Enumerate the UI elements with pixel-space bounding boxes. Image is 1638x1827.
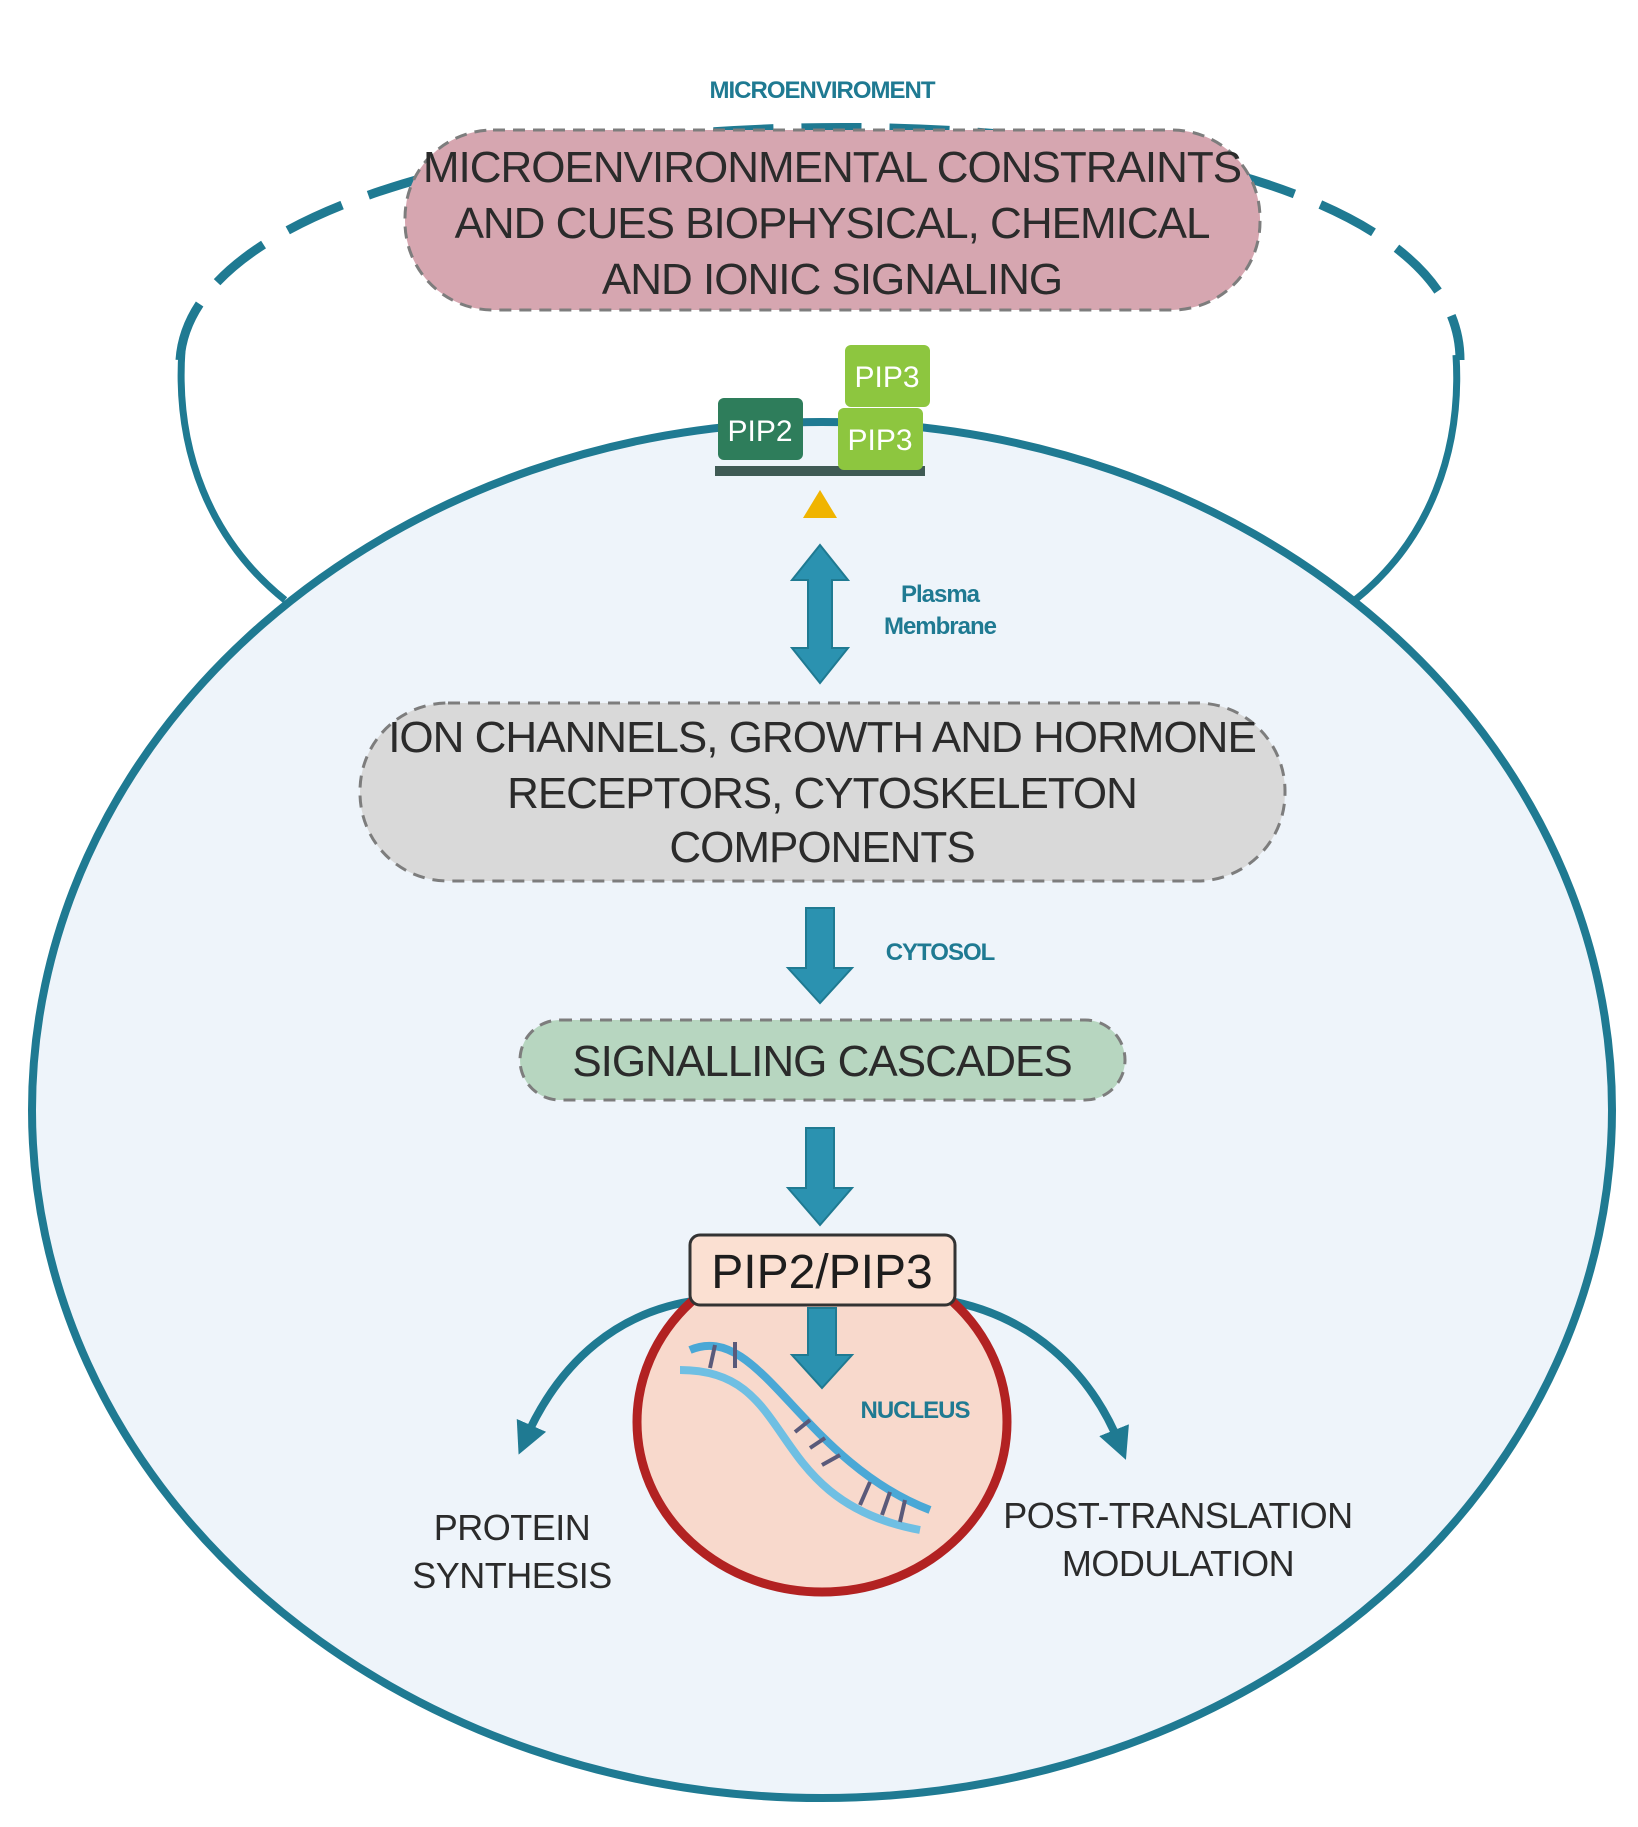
cascade-arrow	[785, 1127, 855, 1227]
plasma-label-1: Plasma	[901, 581, 981, 608]
dna-icon	[679, 1341, 932, 1534]
microenvironment-label: MICROENVIROMENT	[710, 77, 936, 104]
receptor-line-1: ION CHANNELS, GROWTH AND HORMONE	[388, 713, 1256, 762]
pip3-block-top	[845, 345, 930, 407]
cascade-text: SIGNALLING CASCADES	[572, 1037, 1071, 1086]
cytosol-arrow	[785, 907, 855, 1005]
microenvironment-left-side	[177, 349, 288, 603]
double-arrow	[789, 543, 851, 685]
micro-box-line-1: MICROENVIRONMENTAL CONSTRAINTS	[423, 143, 1241, 192]
nucleus-label: NUCLEUS	[860, 1397, 970, 1424]
pip-balance-fulcrum	[803, 490, 837, 518]
pip2-block-label: PIP2	[727, 415, 792, 448]
pip3-block-bottom	[838, 408, 923, 470]
nucleus-arrow	[789, 1307, 855, 1390]
cascade-box	[518, 1018, 1127, 1102]
pip3-block-top-label: PIP3	[854, 361, 919, 394]
micro-box-line-3: AND IONIC SIGNALING	[602, 255, 1062, 304]
pip3-block-bottom-label: PIP3	[847, 424, 912, 457]
micro-box-line-2: AND CUES BIOPHYSICAL, CHEMICAL	[455, 199, 1210, 248]
cytosol-label: CYTOSOL	[886, 939, 995, 966]
microenvironment-boundary	[175, 123, 1465, 361]
post-translation-line-2: MODULATION	[1062, 1543, 1294, 1584]
protein-synthesis-line-1: PROTEIN	[434, 1507, 591, 1548]
protein-synthesis-arrow	[516, 1296, 701, 1455]
pip-main-box	[688, 1233, 957, 1307]
microenvironment-right-side	[1352, 354, 1461, 603]
receptor-line-3: COMPONENTS	[669, 823, 974, 872]
plasma-label-2: Membrane	[884, 613, 997, 640]
receptor-line-2: RECEPTORS, CYTOSKELETON	[507, 769, 1137, 818]
pip-main-label: PIP2/PIP3	[711, 1246, 932, 1299]
receptor-box	[358, 701, 1287, 883]
micro-constraints-box	[403, 128, 1262, 312]
post-translation-arrow	[944, 1296, 1129, 1460]
post-translation-line-1: POST-TRANSLATION	[1003, 1495, 1352, 1536]
pip2-block	[718, 398, 803, 460]
pip-balance-beam	[715, 466, 925, 476]
protein-synthesis-line-2: SYNTHESIS	[412, 1555, 612, 1596]
